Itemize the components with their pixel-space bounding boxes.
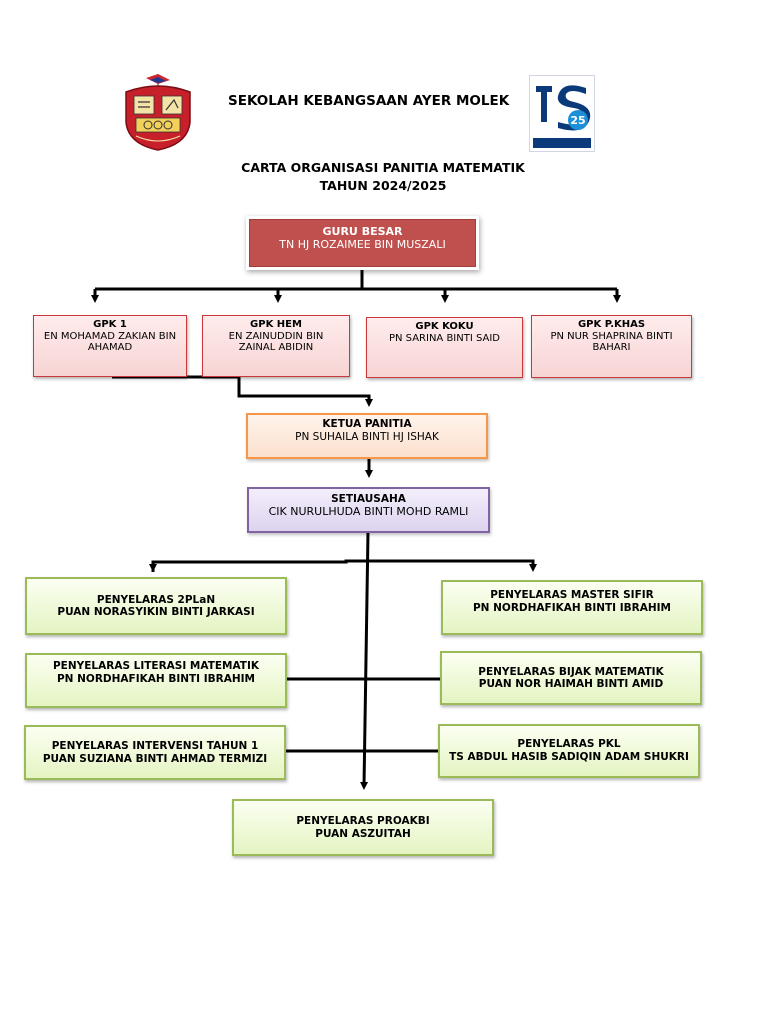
guru-besar-name: TN HJ ROZAIMEE BIN MUSZALI — [279, 237, 446, 251]
gpk-hem-box: GPK HEM EN ZAINUDDIN BIN ZAINAL ABIDIN — [202, 315, 350, 377]
penyelaras-bijak-role: PENYELARAS BIJAK MATEMATIK — [478, 665, 664, 678]
penyelaras-intervensi-name: PUAN SUZIANA BINTI AHMAD TERMIZI — [42, 752, 268, 765]
ketua-panitia-box: KETUA PANITIA PN SUHAILA BINTI HJ ISHAK — [246, 413, 488, 459]
school-name: SEKOLAH KEBANGSAAN AYER MOLEK — [228, 93, 510, 109]
setiausaha-name: CIK NURULHUDA BINTI MOHD RAMLI — [268, 504, 469, 518]
gpk1-name: EN MOHAMAD ZAKIAN BIN AHAMAD — [43, 330, 177, 354]
gpk-pkhas-role: GPK P.KHAS — [577, 319, 646, 330]
penyelaras-2plan-role: PENYELARAS 2PLaN — [96, 593, 216, 606]
guru-besar-box: GURU BESAR TN HJ ROZAIMEE BIN MUSZALI — [249, 219, 476, 267]
penyelaras-2plan-name: PUAN NORASYIKIN BINTI JARKASI — [57, 606, 255, 618]
penyelaras-master-sifir-box: PENYELARAS MASTER SIFIR PN NORDHAFIKAH B… — [441, 580, 703, 635]
penyelaras-literasi-name: PN NORDHAFIKAH BINTI IBRAHIM — [56, 672, 256, 685]
guru-besar-role: GURU BESAR — [322, 225, 403, 238]
school-crest-logo — [118, 72, 198, 154]
gpk-hem-role: GPK HEM — [250, 319, 302, 330]
penyelaras-proakbi-box: PENYELARAS PROAKBI PUAN ASZUITAH — [232, 799, 494, 856]
ketua-panitia-role: KETUA PANITIA — [322, 418, 412, 430]
gpk-koku-box: GPK KOKU PN SARINA BINTI SAID — [366, 317, 523, 378]
chart-year: TAHUN 2024/2025 — [319, 178, 447, 193]
penyelaras-master-sifir-role: PENYELARAS MASTER SIFIR — [490, 589, 654, 601]
chart-title: CARTA ORGANISASI PANITIA MATEMATIK — [241, 160, 525, 175]
arrow-proakbi — [360, 531, 370, 790]
penyelaras-pkl-name: TS ABDUL HASIB SADIQIN ADAM SHUKRI — [449, 750, 689, 763]
gpk1-box: GPK 1 EN MOHAMAD ZAKIAN BIN AHAMAD — [33, 315, 187, 377]
penyelaras-2plan-box: PENYELARAS 2PLaN PUAN NORASYIKIN BINTI J… — [25, 577, 287, 635]
penyelaras-intervensi-role: PENYELARAS INTERVENSI TAHUN 1 — [51, 740, 259, 752]
penyelaras-proakbi-name: PUAN ASZUITAH — [315, 827, 411, 840]
gpk1-role: GPK 1 — [93, 319, 127, 330]
gpk-koku-name: PN SARINA BINTI SAID — [388, 332, 500, 344]
penyelaras-proakbi-role: PENYELARAS PROAKBI — [296, 815, 430, 827]
gpk-pkhas-name: PN NUR SHAPRINA BINTI BAHARI — [550, 330, 673, 354]
setiausaha-role: SETIAUSAHA — [331, 493, 406, 505]
ts25-number: 25 — [570, 114, 585, 127]
penyelaras-intervensi-box: PENYELARAS INTERVENSI TAHUN 1 PUAN SUZIA… — [24, 725, 286, 780]
school-crest-icon — [125, 74, 191, 151]
ts25-logo: 25 — [529, 75, 595, 152]
arrow-ketua-panitia — [112, 375, 373, 407]
gpk-koku-role: GPK KOKU — [415, 321, 474, 332]
penyelaras-pkl-role: PENYELARAS PKL — [517, 738, 621, 750]
coordinator-branch-line — [151, 559, 537, 572]
setiausaha-box: SETIAUSAHA CIK NURULHUDA BINTI MOHD RAML… — [247, 487, 490, 533]
ts25-icon: 25 — [533, 85, 591, 148]
penyelaras-bijak-box: PENYELARAS BIJAK MATEMATIK PUAN NOR HAIM… — [440, 651, 702, 705]
penyelaras-bijak-name: PUAN NOR HAIMAH BINTI AMID — [478, 678, 664, 690]
gpk-pkhas-box: GPK P.KHAS PN NUR SHAPRINA BINTI BAHARI — [531, 315, 692, 378]
penyelaras-master-sifir-name: PN NORDHAFIKAH BINTI IBRAHIM — [472, 601, 672, 614]
penyelaras-literasi-box: PENYELARAS LITERASI MATEMATIK PN NORDHAF… — [25, 653, 287, 708]
penyelaras-pkl-box: PENYELARAS PKL TS ABDUL HASIB SADIQIN AD… — [438, 724, 700, 778]
gpk-hem-name: EN ZAINUDDIN BIN ZAINAL ABIDIN — [228, 330, 324, 354]
ketua-panitia-name: PN SUHAILA BINTI HJ ISHAK — [295, 430, 439, 443]
penyelaras-literasi-role: PENYELARAS LITERASI MATEMATIK — [52, 660, 259, 672]
